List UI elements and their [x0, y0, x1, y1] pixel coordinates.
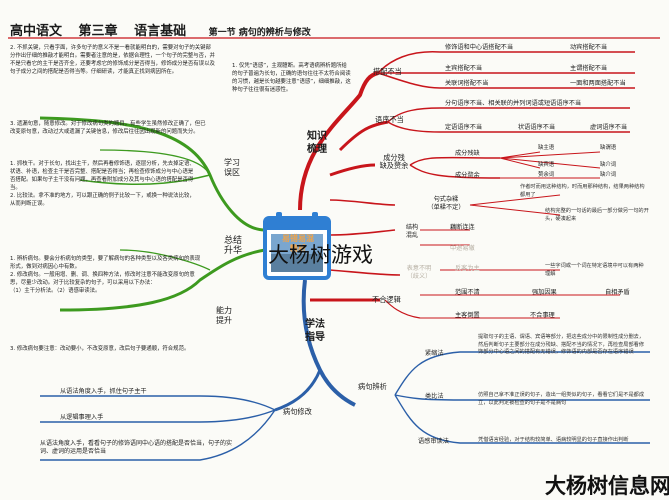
- unclear-label: 表意不明 （歧义）: [406, 265, 432, 280]
- corner-watermark: 大杨树信息网: [545, 475, 669, 498]
- note-tip3: 3. 遗漏句意，随意修改。对于修改病句类的题目，有些学生虽然修改正确了，但已改变…: [10, 121, 206, 135]
- order-item-3: 虚词语序不当: [590, 124, 628, 131]
- calendar-icon: [262, 210, 332, 282]
- ability-node: 能力 提升: [216, 306, 232, 325]
- collocation-item-3-right: 一面和两面搭配不当: [570, 80, 626, 87]
- structure-label: 结构 混乱: [405, 224, 419, 239]
- cross-label: 藕断连连: [450, 224, 475, 231]
- logic-item-1: 范围不清: [455, 289, 480, 296]
- page-header: 高中语文 第三章 语言基础 第一节 病句的辨析与修改: [10, 20, 323, 39]
- collocation-item-2-left: 主宾搭配不当: [445, 65, 483, 72]
- mixed-desc-1: 作者时而用这种结构，时而用那种结构，结果两种结构都用了: [520, 184, 645, 198]
- subject-title: 高中语文: [10, 24, 63, 39]
- collocation-item-3-left: 关联词搭配不当: [445, 80, 489, 87]
- order-item-1: 分句语序不当、相关联的并列词语或短语语序不当: [445, 100, 582, 107]
- method-item-3-name: 语感审读法: [418, 438, 449, 445]
- revise-branch-label: 病句修改: [283, 407, 312, 416]
- note-tip1: 2. 不抓关键，只看字面，许多句子的意义不是一看就能明白的，需要对句子的关键部分…: [10, 45, 215, 75]
- topic-title: 语言基础: [134, 24, 187, 39]
- section-title: 第一节 病句的辨析与修改: [208, 28, 311, 38]
- method-item-1-desc: 提取句子的主语、谓语、宾语等部分，把这些成分中的限制性成分删去，然后判断句子主要…: [478, 334, 645, 355]
- logic-item-5: 不合事理: [530, 312, 555, 319]
- middle-label: 中途易辙: [450, 245, 475, 252]
- learning-area-node: 学习 误区: [224, 158, 240, 177]
- missing-item-1: 缺主语: [538, 145, 555, 151]
- method-branch-label: 病句辨析: [358, 382, 387, 391]
- mixed-label: 句式杂糅 （单糅不定）: [427, 196, 465, 211]
- collocation-label: 搭配不当: [373, 67, 402, 76]
- order-item-2-left: 定语语序不当: [445, 124, 483, 131]
- chapter-title: 第三章: [78, 24, 118, 39]
- logic-item-3: 自相矛盾: [605, 289, 630, 296]
- method-item-2-desc: 仿照自己拿不准正误的句子，造出一组类似的句子，看看它们是不是都成立，以此判定被检…: [478, 392, 645, 406]
- icon-title: 易错易混 精析: [282, 234, 314, 253]
- revise-item-2: 从逻辑事理入手: [60, 414, 104, 421]
- missing-item-3: 缺宾语: [538, 162, 555, 168]
- knowledge-node: 知识 梳理: [307, 131, 327, 155]
- summary-node: 总结 升华: [224, 236, 243, 256]
- redundant-label: 成分赘余: [455, 172, 480, 179]
- collocation-item-2-right: 主谓搭配不当: [570, 65, 608, 72]
- component-label: 成分残 缺及赘余: [379, 153, 409, 170]
- note-tip6: 3. 修改病句要注意：改动要小，不改变原意，改后句子要通顺，符合规范。: [10, 346, 190, 352]
- method-node: 学法 指导: [305, 319, 325, 343]
- collocation-item-1-left: 修饰语和中心语搭配不当: [445, 44, 514, 51]
- missing-item-4: 缺介词: [600, 162, 617, 168]
- unclear-item-1: 反客为主: [455, 265, 480, 272]
- center-watermark: 大杨树游戏: [268, 244, 373, 267]
- method-item-2-name: 类比法: [425, 393, 444, 400]
- missing-item-2: 缺谓语: [600, 145, 617, 151]
- note-tip2: 1. 仅凭“语感”，主观臆断。高考语病辨析题所给的句子普遍为长句，正确的语句往往…: [232, 63, 351, 93]
- method-item-3-desc: 凭借语言经验，对于结构较简单、语病较明显的句子直接作出判断: [478, 437, 629, 443]
- redundant-item-2: 缺介词: [600, 172, 617, 178]
- order-item-2-right: 状语语序不当: [518, 124, 556, 131]
- missing-label: 成分残缺: [455, 150, 480, 157]
- note-tip5: 1. 辨析病句。要会分析病句的类型，要了解病句的各种类型以及各类病句的表现形式，…: [10, 256, 201, 294]
- method-item-1-name: 紧缩法: [425, 350, 444, 357]
- redundant-item-1: 赘余词: [538, 172, 555, 178]
- collocation-item-1-right: 动宾搭配不当: [570, 44, 608, 51]
- revise-item-3: 从语法角度入手，看看句子的修饰语同中心语的搭配是否恰当，句子的实词、虚词的运用是…: [40, 440, 233, 455]
- logic-item-4: 主客倒置: [455, 312, 480, 319]
- unclear-item-2: 一些字词或一个词在特定语境中可以有两种理解: [545, 263, 644, 277]
- note-tip4: 1. 抓枝干。对于长句，找出主干，然后再看修饰语，逐层分析，先去掉定语、状语、补…: [10, 161, 195, 207]
- order-label: 语序不当: [375, 115, 404, 124]
- mixed-desc-2: 结构完整的一句话的最后一部分做另一句的开头，硬凑起来: [545, 208, 649, 222]
- revise-item-1: 从语法角度入手，抓住句子主干: [60, 388, 147, 395]
- logic-item-2: 强加因果: [532, 289, 557, 296]
- logic-label: 不合逻辑: [372, 295, 401, 304]
